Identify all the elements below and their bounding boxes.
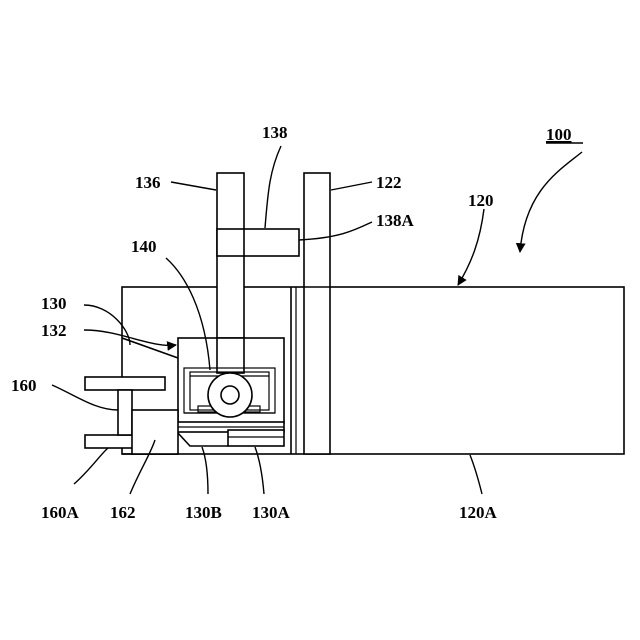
label-136: 136 [135,173,161,192]
label-140: 140 [131,237,157,256]
label-138A: 138A [376,211,415,230]
label-132: 132 [41,321,67,340]
roller-140 [208,373,252,417]
label-130A: 130A [252,503,291,522]
post-122 [304,173,330,454]
label-138: 138 [262,123,288,142]
crossbar-138 [217,229,299,256]
label-130B: 130B [185,503,222,522]
label-100: 100 [546,125,572,144]
base-130A-130B [177,422,284,446]
label-120: 120 [468,191,494,210]
reference-labels: 100 138 136 122 120 138A 140 130 132 160… [11,123,583,522]
label-130: 130 [41,294,67,313]
label-120A: 120A [459,503,498,522]
label-160A: 160A [41,503,80,522]
label-162: 162 [110,503,136,522]
label-160: 160 [11,376,37,395]
label-122: 122 [376,173,402,192]
i-beam-160 [85,377,178,454]
